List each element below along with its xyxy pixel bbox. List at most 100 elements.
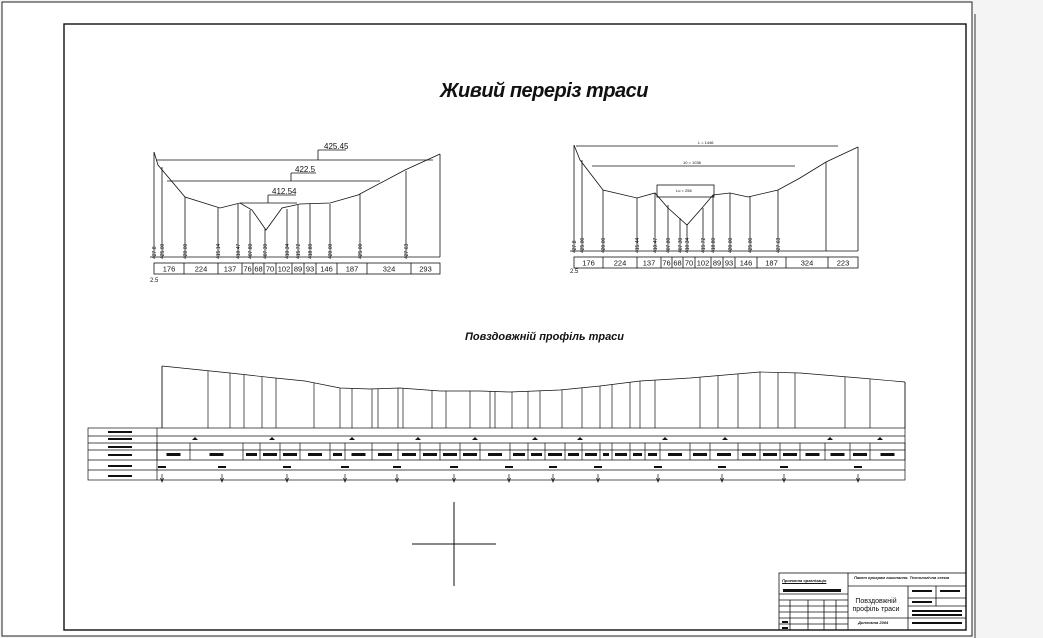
elevation-label: 420.00: [728, 237, 734, 253]
elevation-label: 427.63: [776, 237, 782, 253]
profile-cell-mark: [693, 453, 707, 456]
dimension-label: 10 = 1038: [683, 160, 702, 165]
profile-slope-mark: [415, 437, 421, 440]
profile-cell-mark: [742, 453, 756, 456]
picket-arrow: [220, 477, 224, 483]
sheet-outer-border: [1, 1, 973, 637]
dimension-label: Lo = 256: [676, 188, 692, 193]
vertical-ordinates-right: [573, 145, 859, 251]
picket-arrow: [782, 477, 786, 483]
profile-cell-mark: [568, 453, 579, 456]
profile-slope-mark: [877, 437, 883, 440]
profile-cell-mark: [763, 453, 777, 456]
profile-cell-mark: [246, 453, 257, 456]
profile-row-header-mark: [108, 446, 132, 448]
profile-row-header-mark: [108, 438, 132, 440]
elevation-label: 427.8: [152, 246, 158, 259]
title-block-bottom-text: Дипломна 2004: [858, 620, 889, 625]
width-label: 89: [713, 259, 721, 268]
profile-row-header-mark: [108, 475, 132, 477]
picket-label-mark: [158, 466, 166, 468]
picket-label-mark: [450, 466, 458, 468]
elevation-label: 418.80: [308, 243, 314, 259]
width-label: 176: [163, 265, 176, 274]
profile-cell-mark: [283, 453, 297, 456]
picket-arrow: [452, 477, 456, 483]
width-label: 223: [837, 259, 850, 268]
profile-cell-mark: [880, 453, 895, 456]
picket-label-mark: [505, 466, 513, 468]
terrain-line-right: [573, 144, 859, 226]
profile-slope-mark: [349, 437, 355, 440]
title-block-drawing-name: Повздовжній профіль траси: [852, 598, 900, 613]
width-label: 137: [643, 259, 656, 268]
width-label: 102: [278, 265, 291, 274]
profile-cell-mark: [333, 453, 342, 456]
width-label: 137: [224, 265, 237, 274]
width-label: 224: [195, 265, 208, 274]
profile-cell-mark: [648, 453, 657, 456]
width-label: 76: [662, 259, 670, 268]
profile-slope-mark: [269, 437, 275, 440]
width-label: 93: [306, 265, 314, 274]
profile-pickets: [160, 474, 860, 483]
width-label: 70: [685, 259, 693, 268]
profile-title: Повздовжній профіль траси: [465, 331, 625, 343]
level-label: 412.54: [272, 187, 297, 196]
width-label: 102: [697, 259, 710, 268]
elevation-label: 415.44: [635, 237, 641, 253]
picket-label-mark: [341, 466, 349, 468]
profile-cell-mark: [633, 453, 642, 456]
width-label: 187: [346, 265, 359, 274]
picket-arrow: [656, 477, 660, 483]
picket-label-mark: [718, 466, 726, 468]
picket-arrow: [395, 477, 399, 483]
vertical-ordinates-left: [153, 152, 441, 257]
elevation-label: 410.47: [236, 243, 242, 259]
profile-cell-mark: [402, 453, 416, 456]
profile-cell-mark: [615, 453, 627, 456]
picket-label-mark: [393, 466, 401, 468]
picket-arrow: [720, 477, 724, 483]
width-label: 176: [582, 259, 595, 268]
profile-slope-mark: [722, 437, 728, 440]
level-label: 425.45: [324, 142, 349, 151]
title-block-org-text: Проектна організація: [782, 578, 827, 583]
elevation-label: 407.80: [248, 243, 254, 259]
profile-cell-mark: [166, 453, 181, 456]
elevation-label: 410.34: [685, 237, 691, 253]
picket-arrow: [856, 477, 860, 483]
elevation-label: 407.30: [263, 243, 269, 259]
profile-cell-mark: [805, 453, 820, 456]
elevation-label: 425.00: [358, 243, 364, 259]
picket-arrow: [343, 477, 347, 483]
elevation-label: 425.00: [748, 237, 754, 253]
picket-arrow: [160, 477, 164, 483]
profile-cell-mark: [853, 453, 867, 456]
elevation-label: 427.8: [572, 240, 578, 253]
width-label: 224: [614, 259, 627, 268]
elevation-label: 407.30: [678, 237, 684, 253]
picket-arrow: [551, 477, 555, 483]
width-label: 146: [740, 259, 753, 268]
profile-slope-mark: [532, 437, 538, 440]
profile-cell-mark: [668, 453, 682, 456]
picket-label-mark: [283, 466, 291, 468]
corner-label: 2.5: [570, 269, 579, 275]
profile-cell-mark: [783, 453, 797, 456]
table-row-widths-left: [153, 262, 441, 275]
level-label: 422.5: [295, 165, 316, 174]
sheet-inner-frame: [63, 23, 967, 631]
corner-label: 2.5: [150, 278, 159, 284]
profile-cell-mark: [717, 453, 731, 456]
profile-ordinates: [161, 366, 906, 428]
width-label: 68: [254, 265, 262, 274]
picket-label-mark: [654, 466, 662, 468]
crosshair-cursor-icon[interactable]: [412, 502, 496, 586]
profile-row-header-mark: [108, 431, 132, 433]
elevation-label: 425.00: [580, 237, 586, 253]
width-cells-right: [602, 257, 829, 268]
profile-slope-mark: [827, 437, 833, 440]
